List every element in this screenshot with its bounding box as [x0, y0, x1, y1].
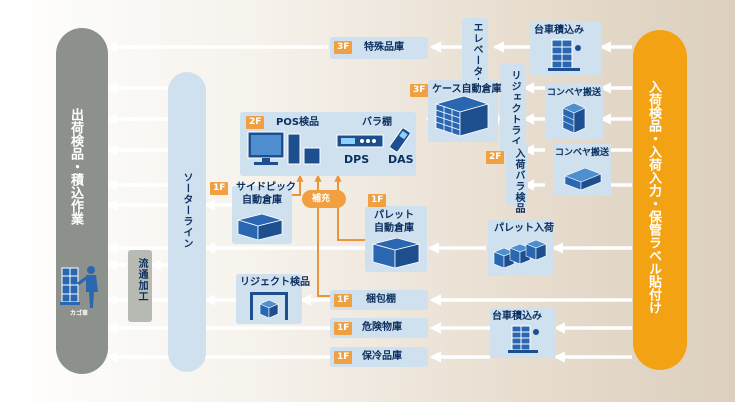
conveyor-2-label: コンベヤ搬送: [555, 148, 610, 158]
receiving-pillar: 入荷検品・入荷入力・保管ラベル貼付け: [633, 30, 687, 370]
pallet-label-1: パレット: [374, 210, 414, 221]
pallet-label-2: 自動倉庫: [374, 223, 414, 234]
dps-device-icon: [336, 134, 384, 148]
sidepick-label-2: 自動倉庫: [242, 195, 282, 206]
reject-line-box: リジェクトライン: [500, 64, 526, 158]
dps-label: DPS: [344, 153, 370, 166]
hazmat-floor-tag: 1F: [334, 322, 353, 335]
conveyor-1-box: コンベヤ搬送: [545, 84, 603, 140]
cold-storage-box: 1F 保冷品庫: [330, 347, 428, 367]
worker-cart-icon: カゴ車: [56, 260, 108, 330]
hazmat-box: 1F 危険物庫: [330, 318, 428, 338]
pos-area-box: 2F POS検品 バラ棚 DPS DAS: [240, 112, 416, 176]
packing-label: 梱包棚: [366, 294, 396, 305]
sorter-line: ソーターライン: [168, 72, 206, 372]
processing-box: 流通加工: [128, 250, 152, 322]
receiving-label-1: 入荷検品・入荷入力・: [646, 80, 661, 210]
pallet-floor-tag: 1F: [368, 194, 387, 207]
pallet-receiving-label: パレット入荷: [494, 223, 554, 234]
sidepick-box: [232, 186, 292, 244]
case-label: ケース自動倉庫: [432, 84, 502, 95]
reject-inspection-box: リジェクト検品: [236, 274, 310, 324]
elevator-label: エレベーター: [471, 22, 482, 88]
sorter-label: ソーターライン: [181, 172, 192, 249]
hazmat-label: 危険物庫: [362, 322, 402, 333]
cart-bottom-icon: [508, 325, 539, 353]
packing-floor-tag: 1F: [334, 294, 353, 307]
reject-inspection-label: リジェクト検品: [240, 277, 310, 288]
sidepick-floor-tag: 1F: [210, 182, 229, 195]
cart-loading-top-box: 台車積込み: [530, 22, 602, 76]
pallet-receiving-box: パレット入荷: [488, 220, 554, 276]
pos-computer-icon: [247, 131, 321, 165]
case-rack-icon: [434, 95, 490, 137]
bara-label: バラ棚: [362, 117, 392, 128]
receiving-label-2: 保管ラベル貼付け: [646, 210, 661, 314]
pos-label: POS検品: [276, 117, 320, 128]
replenish-label: 補充: [312, 194, 331, 204]
reject-station-icon: [250, 292, 288, 320]
cart-top-icon: [548, 39, 581, 71]
cart-loading-bottom-box: 台車積込み: [490, 308, 556, 358]
receiving-piece-label: 入荷バラ検品: [513, 148, 524, 214]
conveyor-1-label: コンベヤ搬送: [547, 88, 602, 98]
cold-label: 保冷品庫: [362, 351, 402, 362]
conveyor-1-icon: [562, 102, 586, 134]
pallet-receiving-icon: [493, 239, 547, 269]
conveyor-2-icon: [564, 167, 602, 191]
elevator-box: エレベーター: [462, 18, 488, 88]
packing-shelf-box: 1F 梱包棚: [330, 290, 428, 310]
cold-floor-tag: 1F: [334, 351, 353, 364]
special-floor-tag: 3F: [334, 41, 353, 54]
das-label: DAS: [388, 153, 414, 166]
cart-label: カゴ車: [70, 310, 89, 317]
processing-label: 流通加工: [136, 258, 147, 302]
floor-2f-tag: 2F: [486, 151, 505, 164]
pos-floor-tag: 2F: [246, 116, 265, 129]
cart-loading-bottom-label: 台車積込み: [492, 311, 542, 322]
shipping-label-1: 出荷検品・: [68, 108, 83, 173]
special-label: 特殊品庫: [364, 42, 404, 53]
pallet-rack-icon: [371, 237, 421, 269]
reject-line-label: リジェクトライン: [509, 70, 520, 158]
case-floor-tag: 3F: [410, 84, 429, 97]
replenish-badge: 補充: [302, 190, 346, 208]
cart-loading-top-label: 台車積込み: [534, 25, 584, 36]
shipping-label-2: 積込作業: [68, 173, 83, 225]
pallet-warehouse-box: [365, 206, 427, 272]
sidepick-rack-icon: [236, 213, 284, 241]
receiving-piece-box: 入荷バラ検品: [506, 144, 528, 214]
sidepick-label-1: サイドピック: [236, 182, 296, 193]
conveyor-2-box: コンベヤ搬送: [553, 144, 611, 196]
case-warehouse-box: [428, 80, 498, 142]
special-storage-box: 3F 特殊品庫: [330, 37, 428, 59]
shipping-pillar: 出荷検品・積込作業 カゴ車: [56, 28, 108, 374]
das-terminal-icon: [390, 127, 410, 153]
